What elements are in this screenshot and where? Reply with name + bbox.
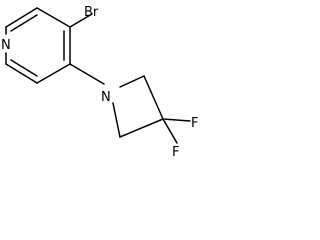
azetidine-ring [112, 75, 164, 138]
atom-label-fluorine-lower: F [172, 145, 179, 160]
bond-c-f-upper [162, 118, 191, 122]
bond-c2-c3 [36, 7, 71, 28]
bond-c5-c6 [5, 63, 38, 84]
bond-n-ch2-top [119, 75, 145, 88]
bond-c4-c5 [36, 63, 71, 84]
atom-label-fluorine-upper: F [191, 116, 198, 131]
chemical-structure-diagram: N Br N F F [1, 5, 198, 160]
atom-label-pyridine-n: N [1, 38, 11, 53]
bond-c2-c1 [5, 7, 38, 28]
atom-label-azetidine-n: N [101, 90, 111, 105]
bond-c-f-lower [162, 118, 178, 144]
bond-ch2-bottom-n [112, 102, 121, 138]
bond-c3-br [69, 13, 93, 28]
bond-cf2-ch2-bottom [119, 118, 164, 138]
bond-ch2-top-cf2 [143, 75, 164, 120]
bond-c2-c1-inner [10, 14, 38, 32]
pyridine-ring [5, 7, 71, 84]
atom-label-bromine: Br [84, 5, 99, 20]
bond-c4-n-azetidine [69, 63, 105, 85]
bond-c5-c6-inner [10, 59, 38, 77]
